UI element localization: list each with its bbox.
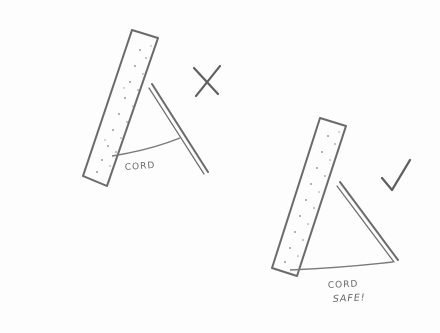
left-strut <box>152 84 208 172</box>
right-figure: CORD SAFE! <box>272 118 410 305</box>
right-cord-label: CORD <box>328 279 359 291</box>
cross-mark-icon <box>194 66 220 96</box>
right-board <box>272 118 346 276</box>
right-cord <box>290 262 393 270</box>
left-cord-label: CORD <box>125 161 156 173</box>
check-mark-icon <box>382 160 410 190</box>
right-board-texture <box>284 131 340 263</box>
right-safe-label: SAFE! <box>333 292 366 305</box>
left-figure: CORD <box>83 30 220 186</box>
right-strut <box>340 182 398 260</box>
